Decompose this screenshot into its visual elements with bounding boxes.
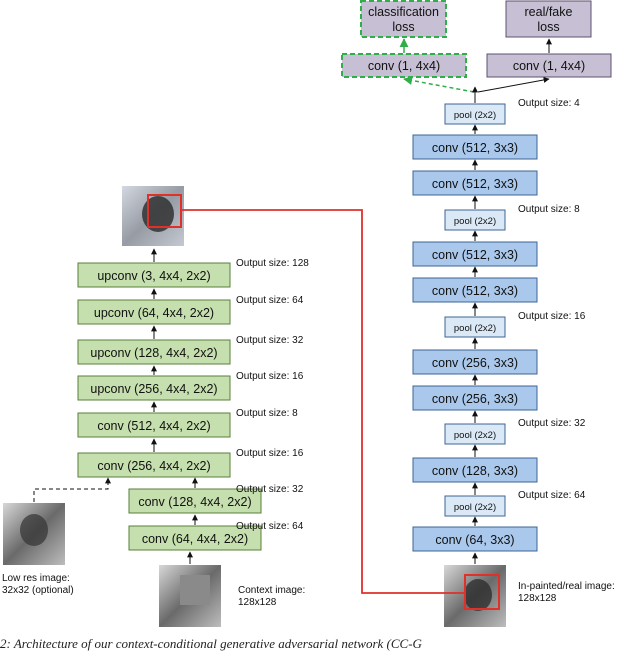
generator-output-size: Output size: 16	[236, 448, 304, 459]
discriminator-conv: conv (256, 3x3)	[412, 374, 538, 411]
generator-block-label: conv (512, 4x4, 2x2)	[97, 419, 210, 433]
generator-block-label: conv (128, 4x4, 2x2)	[138, 495, 251, 509]
discriminator-layer-label: pool (2x2)	[454, 323, 496, 334]
discriminator-layer-label: pool (2x2)	[454, 110, 496, 121]
discriminator-network: classification loss real/fake loss conv …	[341, 0, 615, 627]
classification-loss-line2: loss	[392, 20, 414, 34]
discriminator-output-size: Output size: 8	[518, 204, 580, 215]
discriminator-layer-label: conv (512, 3x3)	[432, 284, 518, 298]
discriminator-layer-label: conv (512, 3x3)	[432, 248, 518, 262]
generator-output-size: Output size: 32	[236, 484, 304, 495]
discriminator-conv: conv (512, 3x3)	[412, 266, 538, 303]
discriminator-conv: conv (512, 3x3)	[412, 230, 538, 267]
discriminator-pool: pool (2x2) Output size: 32	[444, 410, 586, 445]
generator-network: upconv (3, 4x4, 2x2)Output size: 128upco…	[2, 186, 309, 627]
classification-loss-line1: classification	[368, 5, 439, 19]
generator-output-size: Output size: 32	[236, 335, 304, 346]
discriminator-pool: pool (2x2) Output size: 4	[444, 86, 580, 125]
discriminator-conv: conv (128, 3x3)	[412, 444, 538, 483]
conv-head-classification: conv (1, 4x4)	[341, 53, 467, 78]
discriminator-conv: conv (512, 3x3)	[412, 124, 538, 160]
low-res-label-line2: 32x32 (optional)	[2, 585, 74, 596]
discriminator-layer-label: pool (2x2)	[454, 216, 496, 227]
arrow-pool-to-realfake-head	[477, 77, 550, 93]
generator-block-label: conv (256, 4x4, 2x2)	[97, 459, 210, 473]
inpainted-input-image	[444, 565, 506, 627]
classification-loss-box: classification loss	[360, 0, 447, 38]
generator-output-size: Output size: 16	[236, 371, 304, 382]
context-image-label-line2: 128x128	[238, 597, 277, 608]
discriminator-conv: conv (64, 3x3)	[412, 516, 538, 552]
conv-head-realfake-label: conv (1, 4x4)	[513, 59, 585, 73]
discriminator-layer-label: pool (2x2)	[454, 430, 496, 441]
generator-block: conv (128, 4x4, 2x2)Output size: 32	[128, 477, 304, 514]
discriminator-layer-label: conv (512, 3x3)	[432, 177, 518, 191]
discriminator-pool: pool (2x2) Output size: 8	[444, 195, 580, 231]
discriminator-pool: pool (2x2) Output size: 64	[444, 482, 586, 517]
discriminator-layer-label: conv (256, 3x3)	[432, 356, 518, 370]
generator-output-size: Output size: 128	[236, 258, 309, 269]
inpainted-label-line1: In-painted/real image:	[518, 581, 615, 592]
discriminator-conv: conv (256, 3x3)	[412, 337, 538, 375]
discriminator-output-size: Output size: 16	[518, 311, 586, 322]
discriminator-output-size: Output size: 32	[518, 418, 586, 429]
output-to-discriminator-connector	[181, 209, 464, 594]
figure-caption: 2: Architecture of our context-condition…	[0, 636, 423, 651]
realfake-loss-line1: real/fake	[525, 5, 573, 19]
discriminator-layer-label: conv (512, 3x3)	[432, 141, 518, 155]
context-image	[159, 565, 221, 627]
generator-block: conv (64, 4x4, 2x2)Output size: 64	[128, 514, 304, 551]
context-image-label-line1: Context image:	[238, 585, 305, 596]
discriminator-conv: conv (512, 3x3)	[412, 159, 538, 196]
generator-block: conv (512, 4x4, 2x2) Output size: 8	[77, 401, 298, 438]
discriminator-output-size: Output size: 4	[518, 98, 580, 109]
generator-block-label: upconv (64, 4x4, 2x2)	[94, 306, 214, 320]
conv-head-classification-label: conv (1, 4x4)	[368, 59, 440, 73]
discriminator-layer-label: pool (2x2)	[454, 502, 496, 513]
generator-block: upconv (128, 4x4, 2x2) Output size: 32	[77, 325, 304, 365]
generator-block-label: upconv (128, 4x4, 2x2)	[90, 346, 217, 360]
generator-block: conv (256, 4x4, 2x2) Output size: 16	[77, 438, 304, 478]
low-res-image	[3, 503, 65, 565]
discriminator-layer-label: conv (128, 3x3)	[432, 464, 518, 478]
generator-block: upconv (3, 4x4, 2x2) Output size: 128	[77, 248, 309, 288]
arrow-pool-to-classification-head	[403, 76, 475, 93]
discriminator-layer-label: conv (64, 3x3)	[435, 533, 514, 547]
generated-output-image	[122, 186, 184, 246]
generator-block: upconv (256, 4x4, 2x2) Output size: 16	[77, 365, 304, 401]
conv-head-realfake: conv (1, 4x4)	[486, 53, 612, 78]
generator-block-label: conv (64, 4x4, 2x2)	[142, 532, 248, 546]
generator-output-size: Output size: 64	[236, 521, 304, 532]
generator-block-label: upconv (3, 4x4, 2x2)	[97, 269, 210, 283]
generator-block-label: upconv (256, 4x4, 2x2)	[90, 382, 217, 396]
generator-output-size: Output size: 8	[236, 408, 298, 419]
realfake-loss-box: real/fake loss	[505, 0, 592, 38]
generator-output-size: Output size: 64	[236, 295, 304, 306]
low-res-connector	[33, 477, 111, 502]
low-res-label-line1: Low res image:	[2, 573, 70, 584]
discriminator-output-size: Output size: 64	[518, 490, 586, 501]
realfake-loss-line2: loss	[537, 20, 559, 34]
discriminator-layer-label: conv (256, 3x3)	[432, 392, 518, 406]
generator-block: upconv (64, 4x4, 2x2) Output size: 64	[77, 288, 304, 325]
inpainted-label-line2: 128x128	[518, 593, 557, 604]
discriminator-pool: pool (2x2) Output size: 16	[444, 302, 586, 338]
